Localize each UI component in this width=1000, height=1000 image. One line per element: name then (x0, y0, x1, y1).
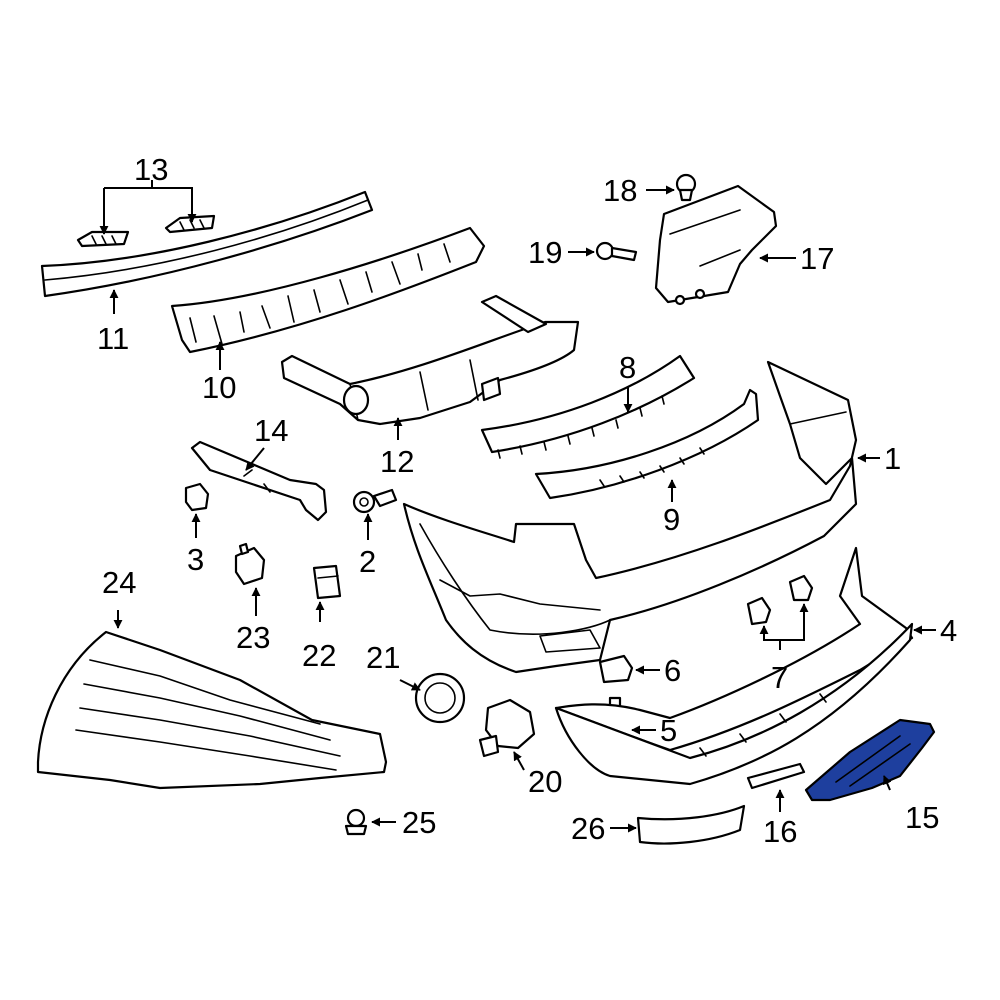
part-23-module[interactable] (234, 542, 266, 586)
part-19-bolt[interactable] (595, 241, 638, 262)
part-14-bracket[interactable] (190, 440, 328, 522)
callout-labels: 1 2 3 4 5 6 7 8 9 10 11 12 13 14 15 16 1… (97, 152, 957, 849)
part-21-grommet[interactable] (414, 672, 466, 724)
part-7-clips[interactable] (746, 574, 814, 626)
callout-18: 18 (603, 173, 637, 208)
callout-6: 6 (664, 653, 681, 688)
part-10-energy-absorber[interactable] (170, 226, 486, 354)
callout-25: 25 (402, 805, 436, 840)
part-17-hitch-bracket[interactable] (654, 184, 778, 306)
part-8-upper-bracket[interactable] (480, 354, 696, 459)
part-24-underbody-shield[interactable] (36, 630, 388, 790)
part-16-clip[interactable] (746, 762, 806, 790)
callout-21: 21 (366, 640, 400, 675)
callout-15: 15 (905, 800, 939, 835)
callout-5: 5 (660, 713, 677, 748)
callout-24: 24 (102, 565, 136, 600)
callout-20: 20 (528, 764, 562, 799)
part-12-hitch-crossmember[interactable] (280, 294, 580, 426)
part-20-sensor[interactable] (478, 698, 536, 758)
part-15-skid-plate-highlighted[interactable] (804, 718, 936, 802)
part-26-reflector[interactable] (636, 804, 746, 845)
part-9-lower-bracket[interactable] (534, 388, 760, 500)
part-1-bumper-cover[interactable] (402, 360, 858, 674)
part-13-pads[interactable] (76, 214, 216, 248)
part-2-bolt[interactable] (352, 488, 398, 514)
part-11-reinforcement-beam[interactable] (40, 190, 374, 298)
callout-13: 13 (134, 152, 168, 187)
part-3-clip[interactable] (184, 482, 210, 512)
callout-17: 17 (800, 241, 834, 276)
callout-1: 1 (884, 441, 901, 476)
callout-14: 14 (254, 413, 288, 448)
callout-19: 19 (528, 235, 562, 270)
part-18-bolt[interactable] (675, 173, 697, 202)
callout-23: 23 (236, 620, 270, 655)
callout-22: 22 (302, 638, 336, 673)
callout-4: 4 (940, 613, 957, 648)
callout-8: 8 (619, 350, 636, 385)
callout-16: 16 (763, 814, 797, 849)
part-25-push-pin[interactable] (344, 808, 368, 836)
callout-11: 11 (97, 321, 129, 356)
callout-9: 9 (663, 502, 680, 537)
callout-3: 3 (187, 542, 204, 577)
leader-lines (99, 180, 936, 833)
part-6-clip[interactable] (598, 654, 634, 684)
part-4-lower-valance[interactable] (554, 546, 914, 786)
part-22-control-unit[interactable] (312, 564, 342, 600)
callout-26: 26 (571, 811, 605, 846)
callout-7: 7 (771, 660, 788, 695)
callout-10: 10 (202, 370, 236, 405)
callout-12: 12 (380, 444, 414, 479)
callout-2: 2 (359, 544, 376, 579)
